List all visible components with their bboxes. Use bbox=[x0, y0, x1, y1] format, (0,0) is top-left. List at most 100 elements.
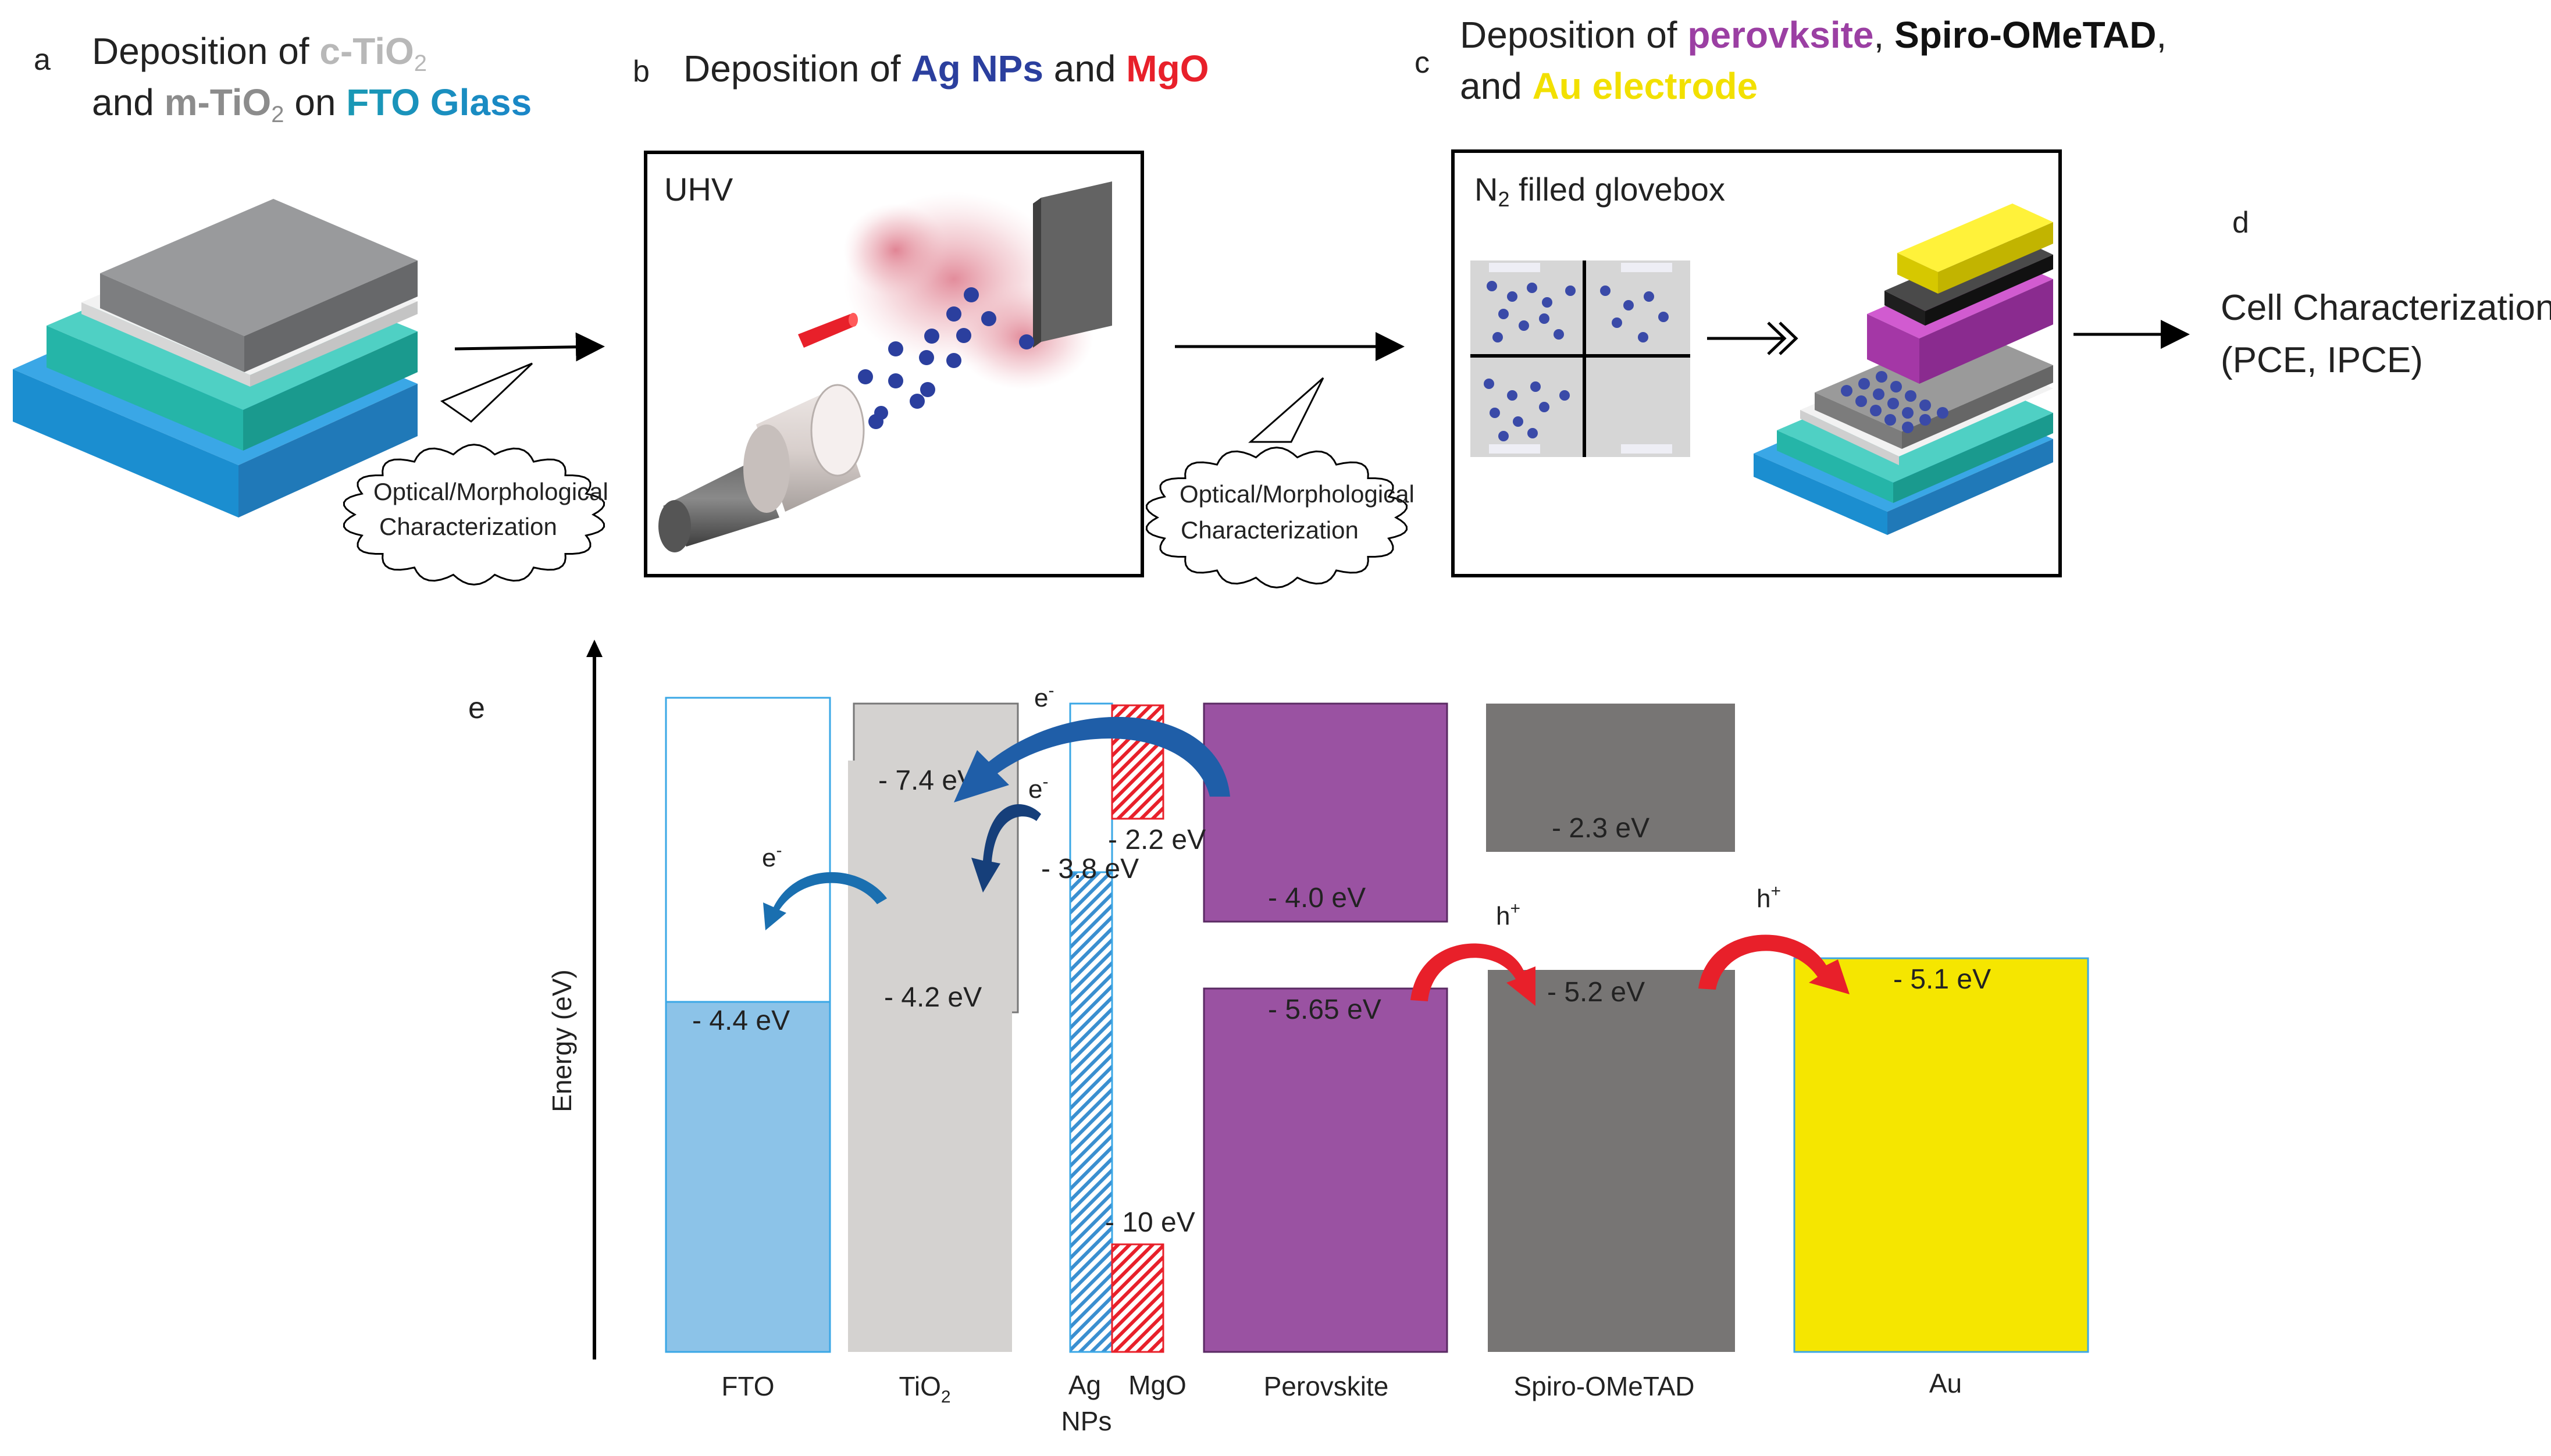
cloud-b-line1: Optical/Morphological bbox=[1180, 480, 1415, 508]
material-label-tio2: TiO2 bbox=[899, 1371, 950, 1407]
material-label-perovskite: Perovskite bbox=[1264, 1371, 1389, 1401]
mgo-valence-band bbox=[1111, 1243, 1164, 1353]
double-chevron-icon bbox=[1767, 322, 1798, 355]
mgo-cb-label: - 2.2 eV bbox=[1108, 825, 1206, 855]
panel-d-line2: (PCE, IPCE) bbox=[2221, 340, 2423, 380]
aLine1-segment-1: c-TiO bbox=[319, 30, 414, 72]
electron-label-3: e- bbox=[762, 841, 782, 872]
cLine1-segment-3: Spiro-OMeTAD bbox=[1894, 14, 2156, 56]
material-label-mgo: MgO bbox=[1128, 1370, 1187, 1400]
callout-pointer-b bbox=[1248, 377, 1324, 443]
panel-d: d Cell Characterization (PCE, IPCE) bbox=[2221, 206, 2551, 380]
hole-transfer-arrow-spiro-to-au bbox=[1698, 934, 1850, 994]
panel-c: c Deposition of perovksite, Spiro-OMeTAD… bbox=[1415, 14, 2190, 577]
cLine1-segment-4: , bbox=[2156, 14, 2167, 56]
cLine1-segment-2: , bbox=[1874, 14, 1895, 56]
fto-band bbox=[665, 1001, 831, 1353]
fto-level-label: - 4.4 eV bbox=[692, 1005, 790, 1036]
cLine2-segment-1: Au electrode bbox=[1533, 65, 1758, 107]
ag-nanoparticle-dots bbox=[858, 287, 1034, 429]
ag-band bbox=[1069, 871, 1113, 1353]
aLine2-segment-4: FTO Glass bbox=[346, 81, 532, 123]
panel-c-title-line2: and Au electrode bbox=[1460, 65, 1758, 107]
energy-axis-label: Energy (eV) bbox=[547, 969, 577, 1112]
electron-label-2: e- bbox=[1028, 772, 1048, 804]
energy-level-labels: - 4.4 eV- 4.2 eV- 7.4 eV- 3.8 eV- 2.2 eV… bbox=[692, 765, 1991, 1238]
tio2-cb-label: - 4.2 eV bbox=[884, 982, 982, 1013]
aLine2-segment-0: and bbox=[92, 81, 165, 123]
panel-letter-a: a bbox=[34, 43, 51, 77]
uhv-label: UHV bbox=[664, 171, 733, 208]
electron-transfer-arrow-ag-to-tio2 bbox=[971, 804, 1041, 893]
mgo-source-rod bbox=[798, 313, 858, 348]
material-label-ag: Ag bbox=[1068, 1370, 1101, 1400]
spiro-homo-label: - 5.2 eV bbox=[1547, 977, 1645, 1008]
aLine2-segment-1: m-TiO bbox=[165, 81, 272, 123]
aLine2-segment-2: 2 bbox=[271, 102, 284, 127]
cLine2-segment-0: and bbox=[1460, 65, 1533, 107]
hole-label-1: h+ bbox=[1496, 899, 1520, 930]
panel-letter-e: e bbox=[468, 691, 485, 725]
evaporation-source bbox=[658, 384, 865, 552]
bLine1-segment-1: Ag NPs bbox=[911, 48, 1043, 90]
charge-transfer-arrows bbox=[763, 716, 1850, 1006]
bLine1-segment-2: and bbox=[1043, 48, 1126, 90]
characterization-cloud-b bbox=[1145, 447, 1408, 588]
electron-transfer-arrow-tio2-to-fto bbox=[763, 872, 887, 930]
substrate-top-view bbox=[1470, 260, 1690, 457]
panel-b: b Deposition of Ag NPs and MgO UHV bbox=[633, 48, 1415, 588]
electron-transfer-arrow-perovskite-to-tio2 bbox=[954, 716, 1230, 802]
panel-a-title-line2: and m-TiO2 on FTO Glass bbox=[92, 81, 532, 127]
panel-a: a Deposition of c-TiO2 and m-TiO2 on FTO… bbox=[13, 30, 608, 586]
material-label-tio2-sub: 2 bbox=[941, 1387, 951, 1407]
arrow-a-to-b bbox=[454, 332, 605, 362]
perovskite-cb-label: - 4.0 eV bbox=[1268, 883, 1366, 913]
glovebox-label: N2 filled glovebox bbox=[1474, 171, 1725, 211]
spiro-lumo-label: - 2.3 eV bbox=[1552, 813, 1649, 844]
aLine1-segment-2: 2 bbox=[414, 51, 427, 76]
perovskite-valence-band bbox=[1203, 987, 1448, 1353]
spiro-homo-band bbox=[1488, 970, 1735, 1352]
panel-letter-d: d bbox=[2232, 206, 2249, 240]
panel-letter-c: c bbox=[1415, 46, 1430, 80]
substrate-stack-illustration bbox=[13, 199, 418, 518]
material-label-fto: FTO bbox=[721, 1371, 774, 1401]
hole-label-2: h+ bbox=[1757, 882, 1781, 913]
hole-transfer-arrow-perovskite-to-spiro bbox=[1410, 943, 1535, 1006]
panel-letter-b: b bbox=[633, 55, 650, 88]
au-level-label: - 5.1 eV bbox=[1893, 964, 1991, 995]
cLine1-segment-1: perovksite bbox=[1687, 14, 1873, 56]
bLine1-segment-3: MgO bbox=[1126, 48, 1209, 90]
panel-d-line1: Cell Characterization bbox=[2221, 288, 2551, 328]
material-label-spiro: Spiro-OMeTAD bbox=[1514, 1371, 1695, 1401]
perovskite-vb-label: - 5.65 eV bbox=[1268, 994, 1381, 1025]
material-label-au: Au bbox=[1929, 1368, 1962, 1398]
au-band bbox=[1793, 957, 2089, 1353]
bLine1-segment-0: Deposition of bbox=[683, 48, 911, 90]
target-plate bbox=[1033, 181, 1112, 348]
energy-axis-arrowhead bbox=[586, 640, 603, 657]
panel-e: e Energy (eV) - 4.4 eV- 4.2 eV- 7.4 eV- … bbox=[468, 640, 2089, 1436]
electron-label-1: e- bbox=[1034, 681, 1054, 712]
cloud-b-line2: Characterization bbox=[1181, 516, 1359, 544]
aLine1-segment-0: Deposition of bbox=[92, 30, 319, 72]
device-stack-illustration bbox=[1754, 204, 2053, 535]
fto-empty-band bbox=[665, 697, 831, 1003]
mgo-vb-label: - 10 eV bbox=[1105, 1207, 1195, 1238]
cloud-a-line1: Optical/Morphological bbox=[373, 478, 608, 505]
energy-level-bars bbox=[665, 697, 2089, 1353]
spiro-lumo-band bbox=[1486, 704, 1735, 852]
cloud-a-line2: Characterization bbox=[379, 513, 557, 540]
aLine2-segment-3: on bbox=[284, 81, 347, 123]
ag-level-label: - 3.8 eV bbox=[1041, 854, 1139, 884]
callout-pointer-a bbox=[440, 362, 533, 423]
characterization-cloud-a bbox=[343, 444, 605, 586]
panel-c-title-line1: Deposition of perovksite, Spiro-OMeTAD, bbox=[1460, 14, 2167, 56]
perovskite-conduction-band bbox=[1203, 702, 1448, 923]
material-label-ag-line2: NPs bbox=[1061, 1406, 1112, 1436]
cLine1-segment-0: Deposition of bbox=[1460, 14, 1687, 56]
panel-b-title: Deposition of Ag NPs and MgO bbox=[683, 48, 1209, 90]
panel-a-title-line1: Deposition of c-TiO2 bbox=[92, 30, 427, 76]
